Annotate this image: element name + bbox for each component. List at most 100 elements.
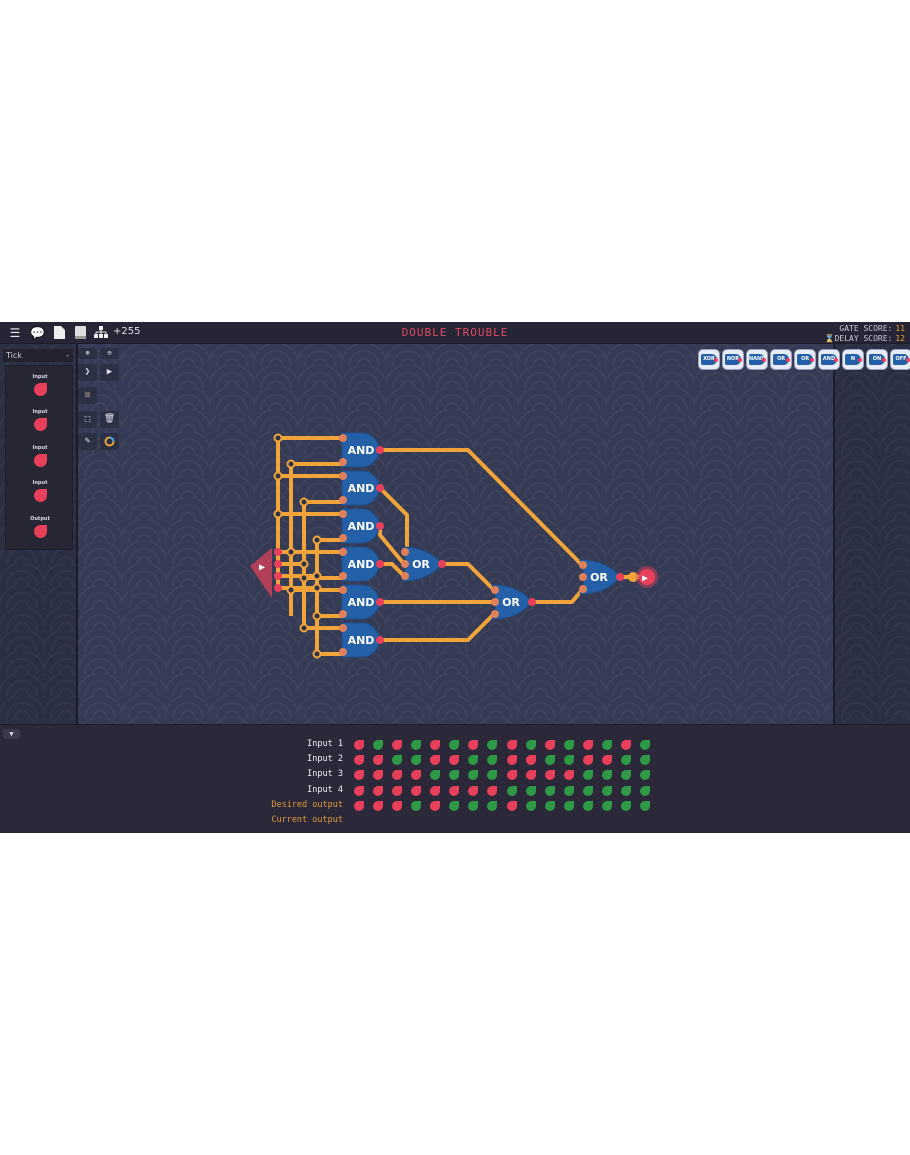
menu-icon[interactable]: ☰: [9, 326, 21, 340]
signal-off-dot: [468, 785, 479, 796]
tick-dropdown[interactable]: Tick-: [3, 349, 73, 362]
book-icon[interactable]: [73, 326, 87, 340]
gate-input-pin[interactable]: [339, 586, 347, 594]
delete-button[interactable]: 🗑: [100, 411, 119, 428]
gate-output-pin[interactable]: [376, 598, 384, 606]
play-icon: ▶: [642, 573, 648, 584]
palette-gate-off[interactable]: OFF: [890, 349, 910, 370]
signal-on-dot: [411, 755, 422, 766]
signal-off-dot: [468, 740, 479, 750]
play-icon: ▶: [259, 562, 265, 573]
gate-label: OR: [797, 354, 813, 365]
step-button[interactable]: ❯: [78, 364, 97, 381]
gate-output-pin[interactable]: [438, 560, 446, 568]
signal-on-dot: [601, 740, 612, 750]
circuit-canvas[interactable]: [76, 344, 835, 724]
palette-gate-nor[interactable]: NOR: [722, 349, 744, 370]
selection-icon: ⬚: [84, 414, 91, 424]
gate-output-pin[interactable]: [376, 636, 384, 644]
gate-label: AND: [348, 520, 375, 533]
gate-input-pin[interactable]: [579, 561, 587, 569]
collapse-button[interactable]: ▼: [3, 729, 20, 739]
pin-item-input-4[interactable]: Input: [6, 480, 74, 506]
hierarchy-icon[interactable]: [94, 326, 108, 340]
gate-input-pin[interactable]: [339, 572, 347, 580]
signal-on-dot: [563, 785, 574, 796]
signal-off-dot: [449, 755, 460, 766]
palette-gate-xor[interactable]: XOR: [698, 349, 720, 370]
gate-input-pin[interactable]: [579, 573, 587, 581]
stop-button[interactable]: ■: [78, 387, 97, 404]
signal-off-dot: [487, 785, 498, 796]
pin-item-input-2[interactable]: Input: [6, 409, 74, 435]
gate-input-pin[interactable]: [339, 472, 347, 480]
gate-input-pin[interactable]: [339, 624, 347, 632]
palette-gate-n[interactable]: N: [842, 349, 864, 370]
gate-input-pin[interactable]: [339, 458, 347, 466]
gate-input-pin[interactable]: [339, 496, 347, 504]
palette-gate-or[interactable]: OR: [794, 349, 816, 370]
gate-input-pin[interactable]: [491, 586, 499, 594]
signal-off-dot: [354, 740, 364, 750]
gate-output-pin[interactable]: [376, 560, 384, 568]
signal-on-dot: [582, 800, 593, 811]
signal-on-dot: [468, 755, 479, 766]
gate-output-dot: [762, 358, 766, 362]
file-icon[interactable]: [52, 326, 66, 340]
gate-input-pin[interactable]: [401, 572, 409, 580]
gate-output-pin[interactable]: [376, 522, 384, 530]
color-button[interactable]: [100, 433, 119, 450]
and-gate[interactable]: AND: [339, 508, 384, 544]
gate-output-pin[interactable]: [376, 484, 384, 492]
gate-input-pin[interactable]: [491, 610, 499, 618]
or-gate[interactable]: OR: [491, 584, 536, 620]
pin-item-input-3[interactable]: Input: [6, 445, 74, 471]
gate-output-pin[interactable]: [376, 446, 384, 454]
palette-gate-on[interactable]: ON: [866, 349, 888, 370]
palette-gate-or[interactable]: OR: [770, 349, 792, 370]
gate-input-pin[interactable]: [339, 434, 347, 442]
gate-input-pin[interactable]: [339, 534, 347, 542]
signal-on-dot: [487, 770, 498, 781]
chat-icon[interactable]: 💬: [30, 326, 45, 340]
delay-score-value: 12: [895, 334, 905, 343]
input-node[interactable]: ▶: [250, 548, 282, 598]
gate-input-pin[interactable]: [339, 610, 347, 618]
gate-input-pin[interactable]: [491, 598, 499, 606]
collapse-toggle[interactable]: -: [66, 351, 69, 360]
pencil-button[interactable]: ✎: [78, 433, 97, 450]
gate-input-pin[interactable]: [401, 560, 409, 568]
and-gate[interactable]: AND: [339, 584, 384, 620]
gate-input-pin[interactable]: [579, 585, 587, 593]
level-title: DOUBLE TROUBLE: [401, 326, 509, 339]
palette-gate-nand[interactable]: NAND: [746, 349, 768, 370]
or-gate[interactable]: OR: [579, 559, 624, 595]
output-node[interactable]: ▶: [628, 566, 658, 588]
and-gate[interactable]: AND: [339, 622, 384, 658]
play-button[interactable]: ▶: [100, 364, 119, 381]
signal-off-dot: [506, 755, 517, 766]
palette-gate-and[interactable]: AND: [818, 349, 840, 370]
gate-input-pin[interactable]: [339, 548, 347, 556]
select-button[interactable]: ⬚: [78, 411, 97, 428]
zoom-in-button[interactable]: ⊕: [78, 348, 97, 359]
signal-off-dot: [506, 770, 517, 781]
signal-off-dot: [449, 785, 460, 796]
gate-input-pin[interactable]: [339, 510, 347, 518]
and-gate[interactable]: AND: [339, 432, 384, 468]
gate-input-pin[interactable]: [401, 548, 409, 556]
gate-input-pin[interactable]: [339, 648, 347, 656]
or-gate[interactable]: OR: [401, 546, 446, 582]
pin-item-output[interactable]: Output: [6, 516, 74, 542]
game-window: ☰ 💬 +255 DOUBLE TROUBLE GATE SCORE:11 ⌛D…: [0, 322, 910, 833]
and-gate[interactable]: AND: [339, 546, 384, 582]
pin-item-input-1[interactable]: Input: [6, 374, 74, 400]
gate-output-dot: [834, 358, 838, 362]
zoom-out-button[interactable]: ⊖: [100, 348, 119, 359]
gate-output-pin[interactable]: [528, 598, 536, 606]
signal-on-dot: [525, 800, 536, 811]
and-gate[interactable]: AND: [339, 470, 384, 506]
signal-off-dot: [525, 755, 536, 766]
pin-icon: [33, 454, 47, 467]
gate-output-pin[interactable]: [616, 573, 624, 581]
